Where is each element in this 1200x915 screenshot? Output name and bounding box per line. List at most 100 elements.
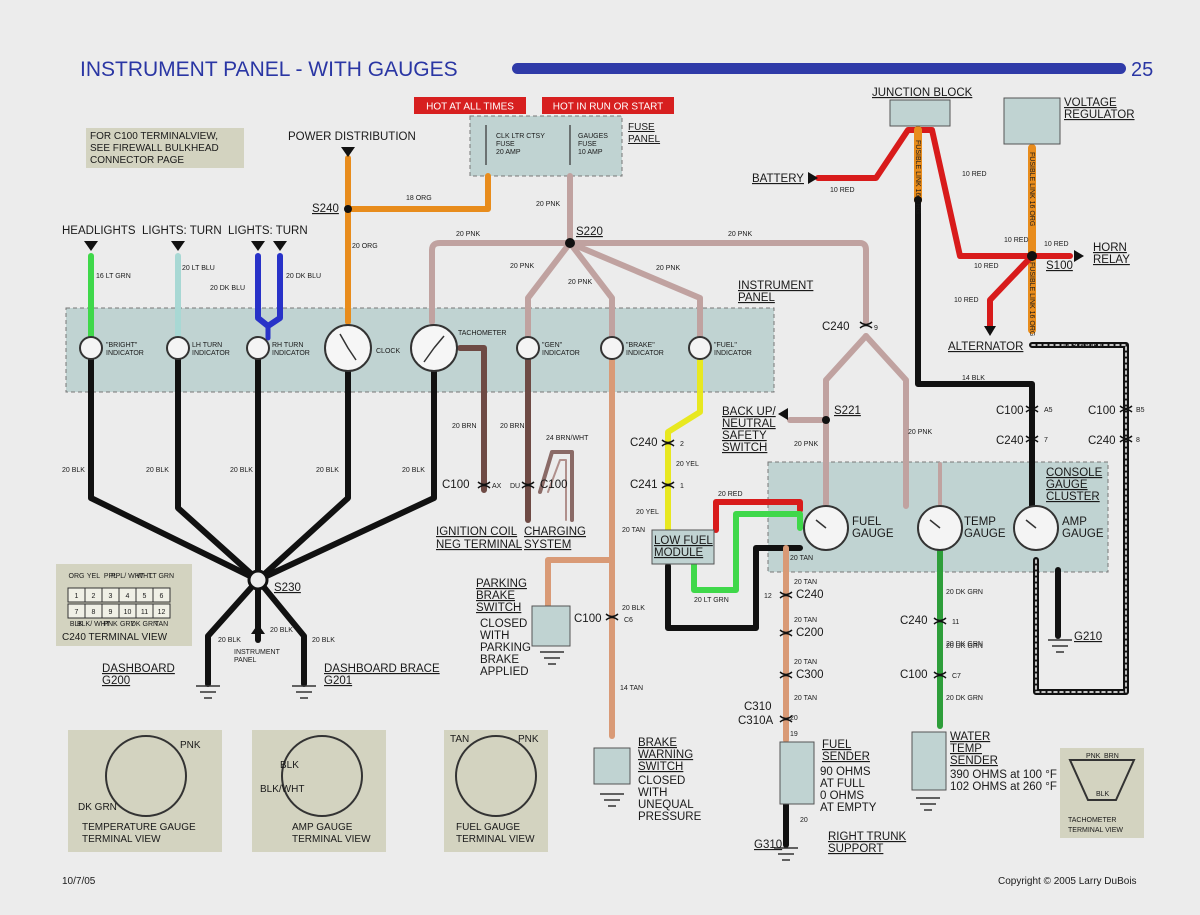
parking-brake-note-5: APPLIED xyxy=(480,666,529,678)
fuse-left-line3: 20 AMP xyxy=(496,149,521,156)
wire-label-w10red-c: 10 RED xyxy=(1004,237,1029,244)
copyright-text: Copyright © 2005 Larry DuBois xyxy=(998,876,1137,887)
temp-terminal-pnk: PNK xyxy=(180,740,201,751)
fuel-sender-label-1: FUEL xyxy=(822,739,852,751)
pin-b5: B5 xyxy=(1136,407,1145,414)
battery-label: BATTERY xyxy=(752,173,804,185)
indicator-rh-turn-2: INDICATOR xyxy=(272,350,310,357)
amp-terminal-blkwht: BLK/WHT xyxy=(260,784,304,795)
wire-label-w20pnk-c: 20 PNK xyxy=(510,263,534,270)
water-temp-label-1: WATER xyxy=(950,731,990,743)
fuel-sender-note-1: 90 OHMS xyxy=(820,766,871,778)
water-temp-sender xyxy=(911,731,947,791)
c240-color: PPL xyxy=(104,573,117,580)
brake-warning-note-2: WITH xyxy=(638,787,667,799)
temp-gauge-label-2: GAUGE xyxy=(964,528,1006,540)
backup-switch-label-3: SAFETY xyxy=(722,430,767,442)
pin-p2: 2 xyxy=(680,441,684,448)
instrument-panel-label-2: PANEL xyxy=(738,292,775,304)
brake-warning-switch xyxy=(593,747,631,785)
wire-label-w10red-a: 10 RED xyxy=(830,187,855,194)
connector-symbols xyxy=(477,321,1133,723)
indicator-brake-1: "BRAKE" xyxy=(626,342,655,349)
wire-label-w20brn-a: 20 BRN xyxy=(452,423,477,430)
c240-cell xyxy=(152,587,171,603)
pin-p8: 8 xyxy=(1136,437,1140,444)
pin-c7: C7 xyxy=(952,673,961,680)
c240-pin: 10 xyxy=(124,609,132,616)
junction-block-label: JUNCTION BLOCK xyxy=(872,87,973,99)
fuel-sender-note-3: 0 OHMS xyxy=(820,790,864,802)
s240-label: S240 xyxy=(312,203,339,215)
s230-label: S230 xyxy=(274,582,301,594)
s221-label: S221 xyxy=(834,405,861,417)
connector-c100-c6: C100 xyxy=(574,613,602,625)
fuel-sender-label-2: SENDER xyxy=(822,751,870,763)
pin-p19: 19 xyxy=(790,731,798,738)
parking-brake-note-2: WITH xyxy=(480,630,509,642)
c240-pin: 6 xyxy=(160,593,164,600)
voltage-regulator-label-2: REGULATOR xyxy=(1064,109,1135,121)
c240-pin: 2 xyxy=(92,593,96,600)
wire-label-w18org: 18 ORG xyxy=(406,195,432,202)
tach-terminal-title-2: TERMINAL VIEW xyxy=(1068,827,1123,834)
wire-label-w20red: 20 RED xyxy=(718,491,743,498)
hot-all-times-text: HOT AT ALL TIMES xyxy=(426,102,514,113)
hot-run-start-text: HOT IN RUN OR START xyxy=(553,102,664,113)
connector-c240-fuel: C240 xyxy=(630,437,658,449)
console-gauges xyxy=(803,505,1059,551)
fusible-link-3: FUSIBLE LINK 16 ORG xyxy=(1028,262,1035,336)
note-line3: CONNECTOR PAGE xyxy=(90,155,184,166)
brake-warning-label-3: SWITCH xyxy=(638,761,683,773)
connector-c100-b5: C100 xyxy=(1088,405,1116,417)
temp-gauge-label-1: TEMP xyxy=(964,516,996,528)
pin-p9: 9 xyxy=(874,325,878,332)
connector-c100-ax: C100 xyxy=(442,479,470,491)
amp-gauge-terminal-view xyxy=(252,730,386,852)
wire-label-w10red-f: 10 RED xyxy=(954,297,979,304)
wire-label-w20tan-c: 20 TAN xyxy=(794,579,817,586)
hot-run-start-banner xyxy=(542,97,674,114)
water-temp-label-2: TEMP xyxy=(950,743,982,755)
connector-c240-8: C240 xyxy=(1088,435,1116,447)
connector-c310: C310 xyxy=(744,701,772,713)
c240-pin: 4 xyxy=(126,593,130,600)
wire-label-w20tan-d: 20 TAN xyxy=(794,617,817,624)
console-cluster-label-2: GAUGE xyxy=(1046,479,1088,491)
amp-terminal-title-2: TERMINAL VIEW xyxy=(292,834,371,845)
page-title: INSTRUMENT PANEL - WITH GAUGES xyxy=(80,58,458,81)
c240-view-title: C240 TERMINAL VIEW xyxy=(62,632,168,643)
wire-label-w20pnk-e: 20 PNK xyxy=(656,265,680,272)
wire-label-w20blk-2: 20 BLK xyxy=(146,467,169,474)
fuel-sender-note-4: AT EMPTY xyxy=(820,802,877,814)
s220-label: S220 xyxy=(576,226,603,238)
instrument-panel-ground-label-2: PANEL xyxy=(234,657,257,664)
s100-label: S100 xyxy=(1046,260,1073,272)
c240-pin: 12 xyxy=(158,609,166,616)
date-stamp: 10/7/05 xyxy=(62,876,96,887)
ignition-coil-label-1: IGNITION COIL xyxy=(436,526,518,538)
wire-orange-fuse xyxy=(345,173,491,212)
page-number: 25 xyxy=(1131,59,1153,81)
fusible-link-1: FUSIBLE LINK 16 ORG xyxy=(914,140,921,214)
wire-label-w20pnk-h: 20 PNK xyxy=(908,429,932,436)
dashboard-brace-label-2: G201 xyxy=(324,675,352,687)
c240-color: BLK xyxy=(70,621,84,628)
temp-terminal-title-2: TERMINAL VIEW xyxy=(82,834,161,845)
fusible-link-2: FUSIBLE LINK 16 ORG xyxy=(1028,152,1035,226)
parking-brake-label-2: BRAKE xyxy=(476,590,515,602)
note-line1: FOR C100 TERMINALVIEW, xyxy=(90,131,218,142)
pin-p20: 20 xyxy=(800,817,808,824)
indicator-clock: CLOCK xyxy=(376,348,400,355)
fuel-sender xyxy=(779,741,815,805)
note-box xyxy=(86,128,244,168)
fuse-left-line1: CLK LTR CTSY xyxy=(496,133,545,140)
g310-label: G310 xyxy=(754,839,782,851)
tach-terminal-blk: BLK xyxy=(1096,791,1110,798)
horn-relay-label-1: HORN xyxy=(1093,242,1127,254)
instrument-panel-label-1: INSTRUMENT xyxy=(738,280,813,292)
wire-label-w20pnk-a: 20 PNK xyxy=(536,201,560,208)
wire-label-w20blk-8: 20 BLK xyxy=(312,637,335,644)
